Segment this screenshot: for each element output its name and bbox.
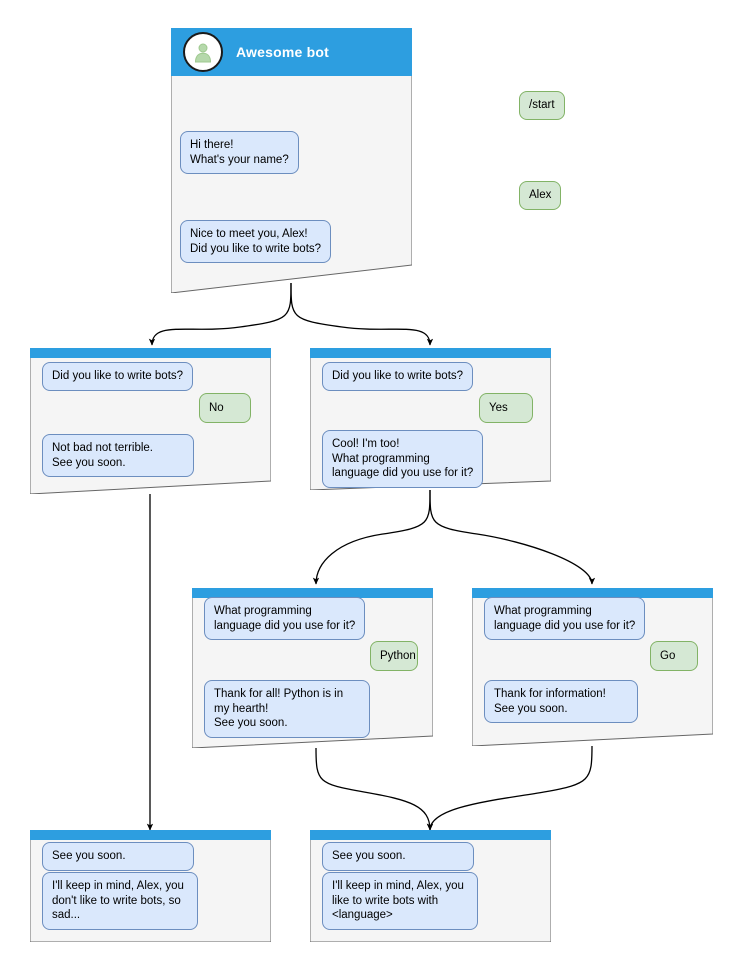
message-list: See you soon. I'll keep in mind, Alex, y… bbox=[310, 830, 551, 942]
bot-message-bubble[interactable]: Not bad not terrible. See you soon. bbox=[42, 434, 194, 477]
node-yes-branch[interactable]: Did you like to write bots? Yes Cool! I'… bbox=[310, 348, 551, 490]
message-list: Did you like to write bots? Yes Cool! I'… bbox=[310, 348, 551, 490]
user-message-bubble[interactable]: Go bbox=[650, 641, 698, 671]
user-message-bubble[interactable]: Python bbox=[370, 641, 418, 671]
bot-message-bubble[interactable]: Nice to meet you, Alex! Did you like to … bbox=[180, 220, 332, 263]
node-root-conversation[interactable]: Awesome bot /start Hi there! What's your… bbox=[171, 28, 565, 293]
person-avatar-icon bbox=[183, 32, 223, 72]
connector-go-to-end bbox=[426, 745, 593, 831]
bot-message-bubble[interactable]: Did you like to write bots? bbox=[42, 362, 194, 391]
user-message-bubble[interactable]: No bbox=[199, 393, 251, 423]
user-message-bubble[interactable]: /start bbox=[519, 91, 565, 120]
message-list: What programming language did you use fo… bbox=[192, 588, 433, 748]
window-titlebar: Awesome bot bbox=[171, 28, 412, 76]
node-end-yes[interactable]: See you soon. I'll keep in mind, Alex, y… bbox=[310, 830, 551, 942]
user-message-bubble[interactable]: Alex bbox=[519, 181, 562, 210]
bot-message-bubble[interactable]: What programming language did you use fo… bbox=[204, 597, 366, 640]
bot-message-bubble[interactable]: Did you like to write bots? bbox=[322, 362, 474, 391]
connector-python-to-end bbox=[315, 747, 434, 831]
bot-message-bubble[interactable]: What programming language did you use fo… bbox=[484, 597, 646, 640]
bot-message-bubble[interactable]: I'll keep in mind, Alex, you like to wri… bbox=[322, 872, 478, 930]
bot-message-bubble[interactable]: Thank for all! Python is in my hearth! S… bbox=[204, 680, 370, 738]
message-list: What programming language did you use fo… bbox=[472, 588, 713, 746]
bot-message-bubble[interactable]: Hi there! What's your name? bbox=[180, 131, 299, 174]
bot-name-label: Awesome bot bbox=[236, 44, 329, 60]
bot-message-bubble[interactable]: Cool! I'm too! What programming language… bbox=[322, 430, 483, 488]
node-no-branch[interactable]: Did you like to write bots? No Not bad n… bbox=[30, 348, 271, 494]
node-end-no[interactable]: See you soon. I'll keep in mind, Alex, y… bbox=[30, 830, 271, 942]
node-go-branch[interactable]: What programming language did you use fo… bbox=[472, 588, 713, 746]
bot-message-bubble[interactable]: I'll keep in mind, Alex, you don't like … bbox=[42, 872, 198, 930]
bot-message-bubble[interactable]: See you soon. bbox=[42, 842, 194, 871]
message-list: Did you like to write bots? No Not bad n… bbox=[30, 348, 271, 494]
bot-message-bubble[interactable]: See you soon. bbox=[322, 842, 474, 871]
connector-yes-to-python bbox=[312, 489, 431, 585]
message-list: /start Hi there! What's your name? Alex … bbox=[171, 28, 565, 293]
node-python-branch[interactable]: What programming language did you use fo… bbox=[192, 588, 433, 748]
message-list: See you soon. I'll keep in mind, Alex, y… bbox=[30, 830, 271, 942]
bot-message-bubble[interactable]: Thank for information! See you soon. bbox=[484, 680, 638, 723]
user-message-bubble[interactable]: Yes bbox=[479, 393, 533, 423]
connector-yes-to-go bbox=[429, 489, 596, 585]
